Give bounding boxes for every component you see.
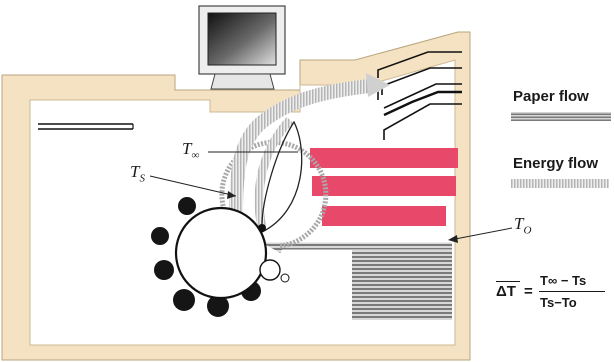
tiny-idler-roller [280,273,290,283]
roller-1 [178,197,196,215]
label-t-infinity-main: T [182,139,192,158]
control-panel-monitor [198,5,286,90]
t-o-arrowhead [448,235,458,243]
energy-flow-inner-arrow [254,116,294,229]
legend-energy-flow-swatch [511,179,609,188]
legend-energy-flow-label: Energy flow [513,155,599,172]
formula-equals: = [524,283,533,300]
roller-2 [151,227,169,245]
formula-denominator: Ts−To [540,295,577,310]
formula-fraction-bar [539,291,605,292]
fuser-loop-wire [261,120,303,233]
legend-paper-flow-label: Paper flow [513,88,589,105]
formula-lhs-text: ΔT [496,283,516,300]
t-s-leader [149,175,237,197]
energy-flow-arrowhead [366,73,390,97]
formula-numerator: T∞ − Ts [540,273,587,288]
energy-flow-path [229,78,379,213]
label-t-o: TO [514,214,531,236]
heater-bar-3 [322,206,446,226]
formula-lhs: ΔT [496,281,520,300]
output-paper-stack [377,51,462,140]
paper-input-stack [352,250,452,320]
t-s-arrowhead [227,191,236,199]
paper-flow-path [261,242,452,254]
label-t-s-main: T [130,162,140,181]
label-t-s: TS [130,162,145,184]
small-idler-roller [259,259,281,281]
label-t-o-main: T [514,214,524,233]
label-t-infinity: T∞ [182,139,199,161]
photoreceptor-assembly [151,197,290,317]
label-t-o-sub: O [523,224,532,237]
delta-t-formula: ΔT = T∞ − Ts Ts−To [496,271,612,319]
t-o-leader [449,227,513,241]
drum [174,206,268,300]
label-t-infinity-sub: ∞ [191,149,200,162]
legend-paper-flow-swatch [511,112,611,121]
heater-bar-2 [312,176,456,196]
roller-4 [173,289,195,311]
roller-3 [154,260,174,280]
monitor-screen [207,12,277,66]
label-t-s-sub: S [139,172,145,185]
paper-tray [38,123,134,130]
heater-bar-1 [310,148,458,168]
paper-flow-around-drum [219,139,329,249]
roller-5 [207,295,229,317]
contact-point [258,224,266,232]
monitor-stand [210,73,275,90]
